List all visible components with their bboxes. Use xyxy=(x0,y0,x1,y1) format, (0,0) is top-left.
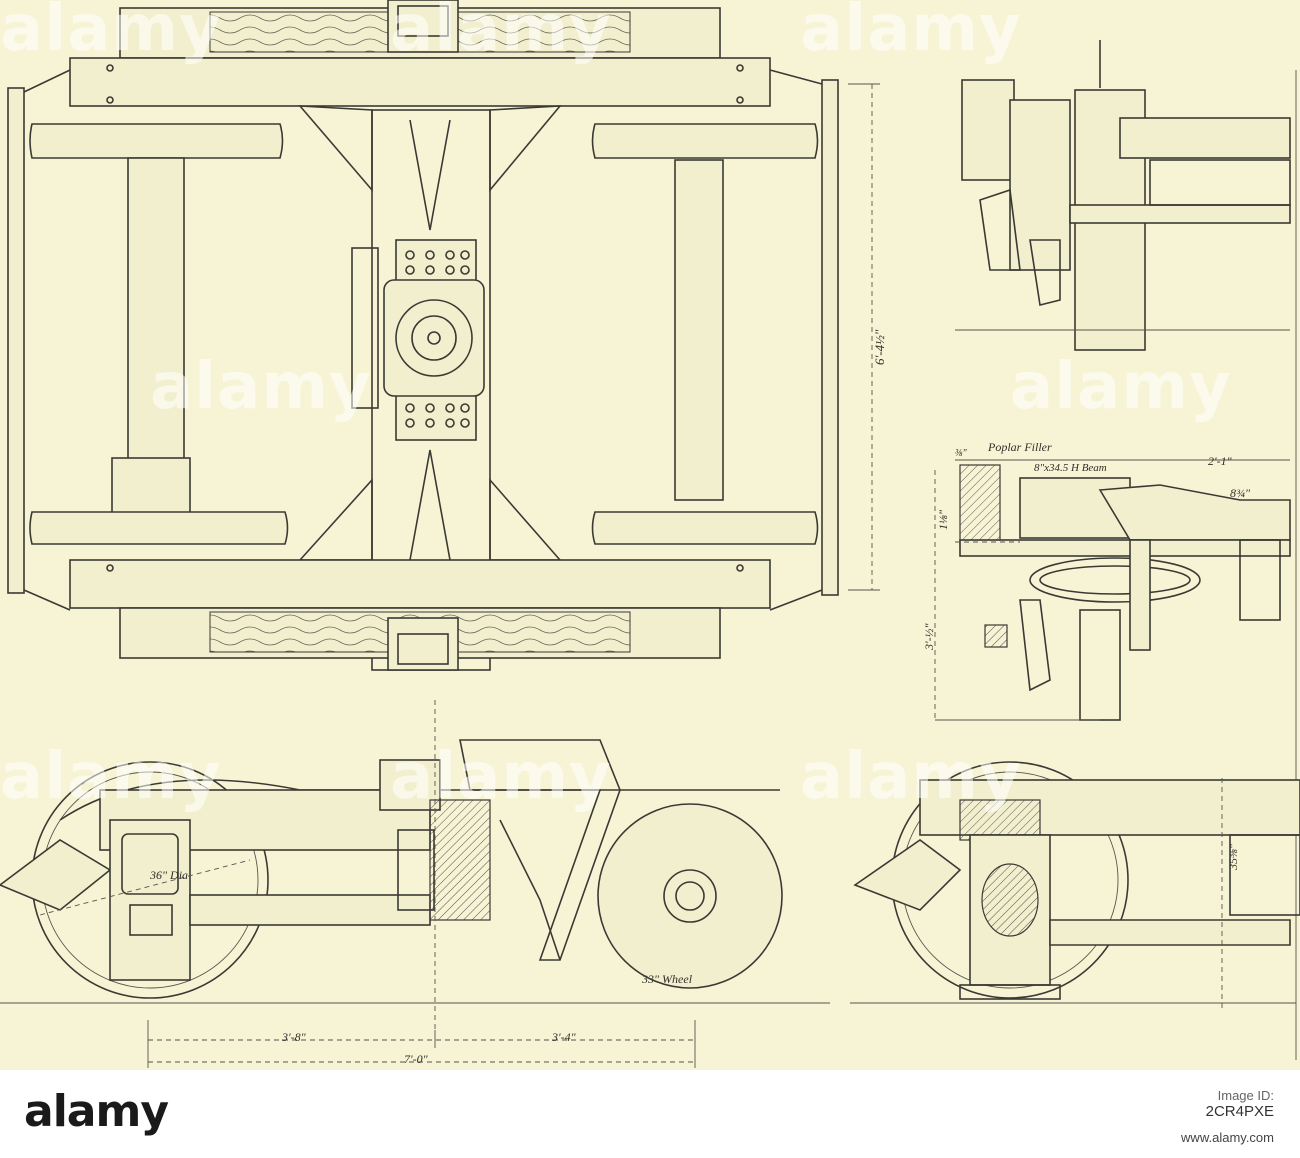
engineering-drawing: alamy alamy alamy alamy alamy alamy alam… xyxy=(0,0,1300,1070)
label-dim-7-0: 7'-0" xyxy=(404,1052,428,1066)
label-h-beam: 8"x34.5 H Beam xyxy=(1034,462,1107,474)
alamy-logo[interactable]: alamy xyxy=(24,1086,169,1137)
bolt-pattern xyxy=(405,250,470,428)
image-id-block: Image ID: 2CR4PXE xyxy=(1206,1088,1274,1120)
label-dim-3-8-ft: 3'-8" xyxy=(282,1030,306,1044)
site-url[interactable]: www.alamy.com xyxy=(1181,1130,1274,1145)
label-wheel-dia: 36" Dia xyxy=(150,868,189,882)
label-dim-6-4-half: 6'-4½" xyxy=(872,329,887,365)
stock-footer: alamy Image ID: 2CR4PXE www.alamy.com xyxy=(0,1070,1300,1158)
label-dim-35-3-8: 35⅜" xyxy=(1226,843,1240,870)
end-elevation-top xyxy=(955,40,1297,1060)
label-dim-3-4-ft: 3'-4" xyxy=(552,1030,576,1044)
plan-view xyxy=(7,0,880,671)
label-dim-3-1-2: 3'-½" xyxy=(922,623,936,650)
truck-drawing-svg xyxy=(0,0,1300,1068)
label-dim-3-8: ⅜" xyxy=(955,448,967,459)
cross-section xyxy=(850,761,1300,1010)
label-poplar-filler: Poplar Filler xyxy=(988,440,1052,454)
image-id-value: 2CR4PXE xyxy=(1205,1103,1274,1120)
label-wheel-33: 33" Wheel xyxy=(642,972,693,986)
side-elevation xyxy=(0,700,830,1068)
label-dim-8-3-4: 8¾" xyxy=(1230,486,1251,500)
section-view xyxy=(934,459,1291,721)
label-dim-1-1-8: 1⅛" xyxy=(936,509,950,530)
image-id-label: Image ID: xyxy=(1217,1088,1274,1103)
label-dim-2-1: 2'-1" xyxy=(1208,454,1232,468)
